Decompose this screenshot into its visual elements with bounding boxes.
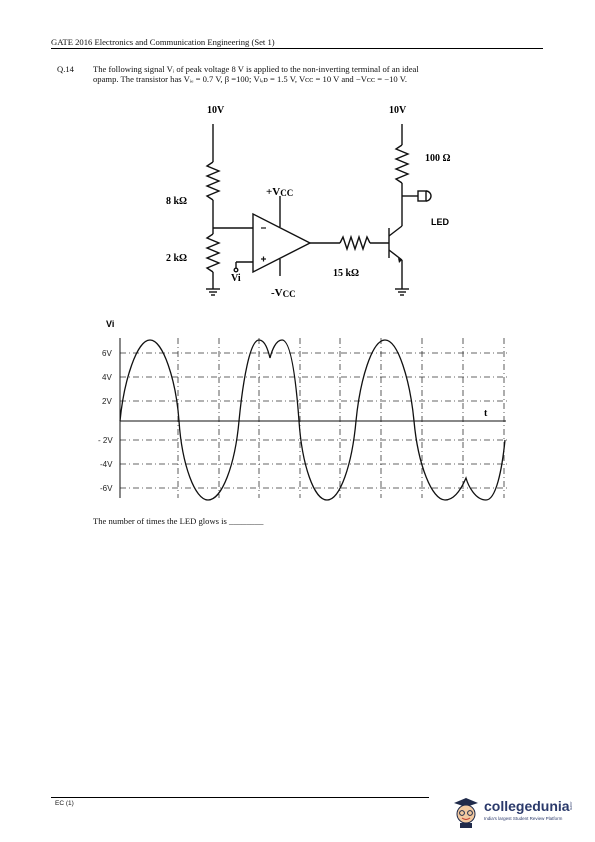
level-label: 2V [102, 397, 112, 406]
level-labels: 6V 4V 2V - 2V -4V -6V [98, 349, 113, 493]
label-led: LED [431, 217, 450, 227]
label-r-top: 8 kΩ [166, 196, 187, 207]
opamp-input-signs [261, 227, 266, 262]
level-label: - 2V [98, 436, 113, 445]
label-r-base: 15 kΩ [333, 268, 359, 279]
brand-tld: .com [568, 801, 574, 810]
resistor-100 [394, 144, 410, 184]
brand-tagline: India's largest Student Review Platform [484, 816, 563, 821]
circuit-diagram [205, 124, 432, 296]
level-lines [120, 338, 508, 498]
brand-name: collegedunia [484, 798, 570, 814]
led-body [417, 190, 427, 202]
opamp [252, 212, 312, 274]
waveform-x-label: t [484, 408, 488, 419]
question-line-1: The following signal Vᵢ of peak voltage … [93, 64, 419, 74]
question-number: Q.14 [57, 64, 74, 74]
label-vcc-neg: -VCC [271, 287, 296, 299]
label-r-bottom: 2 kΩ [166, 253, 187, 264]
label-supply-right: 10V [389, 105, 407, 116]
waveform-plot: Vi t 6V 4V 2V - 2V -4V -6V [98, 319, 508, 501]
footer-rule [51, 797, 429, 798]
transistor-collector [388, 225, 403, 237]
question-line-2: opamp. The transistor has Vᵢₑ = 0.7 V, β… [93, 74, 407, 84]
level-label: -4V [100, 460, 113, 469]
waveform-y-label: Vi [106, 319, 114, 329]
footer-code: EC (1) [55, 800, 74, 807]
label-vcc-pos: +VCC [266, 186, 293, 198]
level-label: 4V [102, 373, 112, 382]
signal-trace [119, 339, 506, 501]
level-label: 6V [102, 349, 112, 358]
label-r-led: 100 Ω [425, 153, 451, 164]
header-rule [51, 48, 543, 49]
page-header: GATE 2016 Electronics and Communication … [51, 37, 275, 47]
resistor-8k [205, 161, 221, 201]
question-text: The following signal Vᵢ of peak voltage … [93, 64, 523, 84]
level-label: -6V [100, 484, 113, 493]
led-dome [425, 190, 432, 202]
answer-prompt: The number of times the LED glows is ___… [93, 516, 264, 526]
resistor-15k [339, 234, 371, 252]
label-supply-left: 10V [207, 105, 225, 116]
emitter-arrow-icon [398, 258, 402, 263]
transistor-emitter [388, 249, 403, 261]
resistor-2k [205, 233, 221, 273]
graduate-mascot-icon [454, 798, 478, 828]
vi-terminal [233, 267, 239, 273]
label-vin: Vi [231, 273, 241, 284]
